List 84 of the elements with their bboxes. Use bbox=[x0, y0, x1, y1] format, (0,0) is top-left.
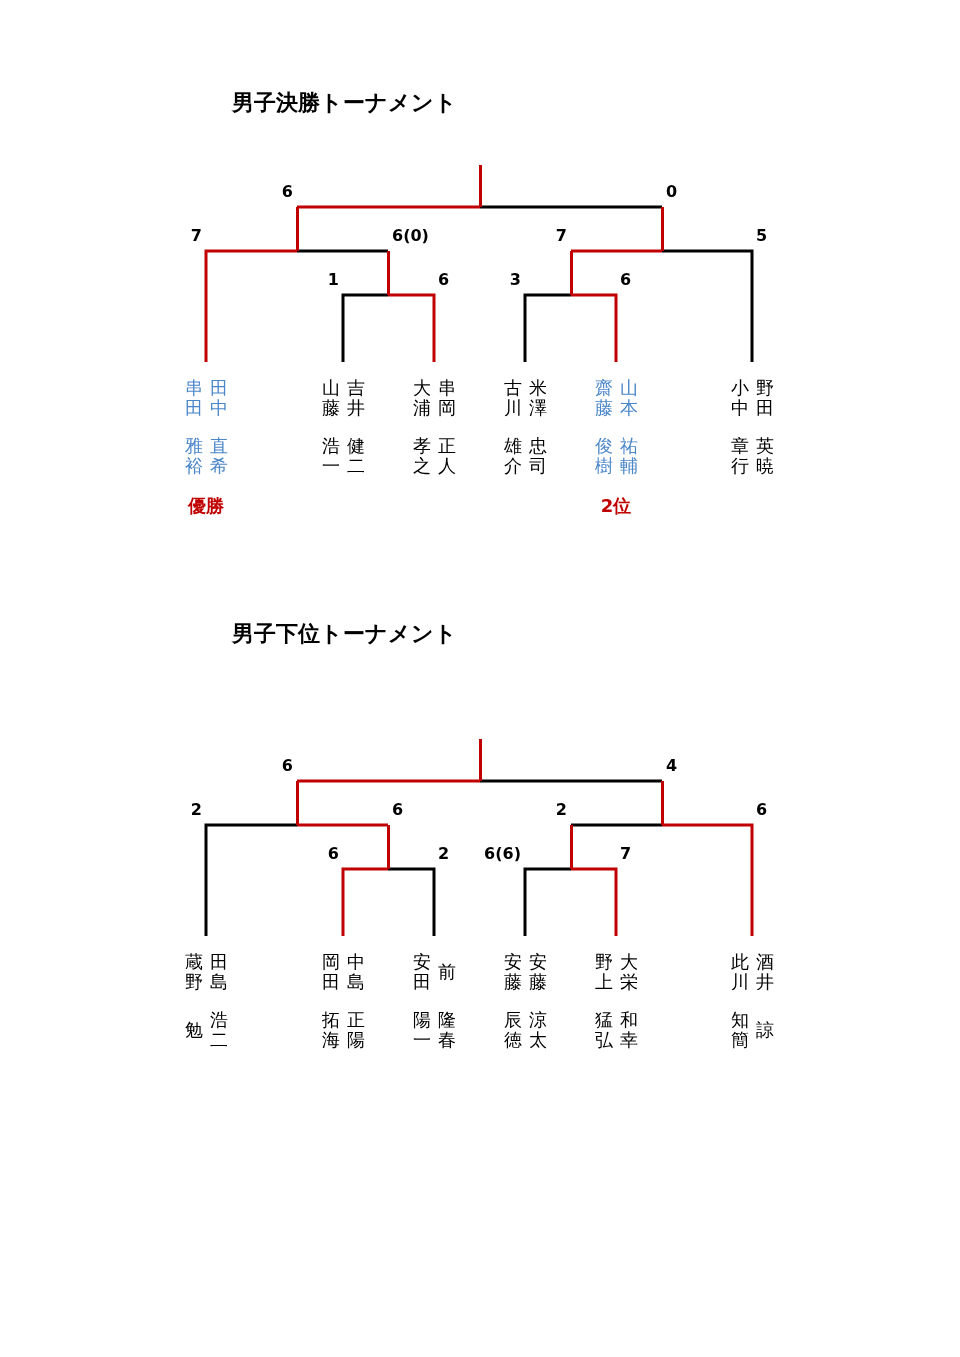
placement-text: 優勝 bbox=[188, 494, 224, 518]
bracket-stem bbox=[295, 207, 299, 251]
given-name-text: 祐輔 bbox=[619, 436, 638, 476]
given-name-text: 拓海 bbox=[321, 1010, 340, 1050]
bracket-line bbox=[388, 867, 436, 936]
given-name-text: 浩一 bbox=[321, 436, 340, 476]
given-name-text: 猛弘 bbox=[594, 1010, 613, 1050]
surname-text: 安藤 bbox=[503, 952, 522, 992]
surname-text: 古川 bbox=[503, 378, 522, 418]
bracket-line bbox=[204, 823, 297, 936]
surname-text: 野田 bbox=[755, 378, 774, 418]
bracket-line bbox=[480, 205, 664, 209]
bracket-line bbox=[297, 823, 390, 827]
bracket-stem bbox=[386, 825, 390, 869]
bracket-line bbox=[295, 205, 480, 209]
surname-text: 串田 bbox=[184, 378, 203, 418]
surname-text: 大栄 bbox=[619, 952, 638, 992]
given-name-text: 章行 bbox=[730, 436, 749, 476]
bracket-stem bbox=[660, 781, 664, 825]
bracket-line bbox=[571, 867, 618, 936]
bracket-line bbox=[662, 249, 754, 362]
bracket-line bbox=[569, 249, 662, 253]
surname-text: 安藤 bbox=[528, 952, 547, 992]
surname-text: 吉井 bbox=[346, 378, 365, 418]
surname-text: 安田 bbox=[412, 952, 431, 992]
given-name-text: 忠司 bbox=[528, 436, 547, 476]
surname-text: 酒井 bbox=[755, 952, 774, 992]
given-name-text: 雄介 bbox=[503, 436, 522, 476]
surname-text: 蔵野 bbox=[184, 952, 203, 992]
score-label: 6(0) bbox=[391, 227, 430, 245]
bracket-line bbox=[388, 293, 436, 362]
given-name-text: 陽一 bbox=[412, 1010, 431, 1050]
surname-text: 中島 bbox=[346, 952, 365, 992]
given-name-text: 孝之 bbox=[412, 436, 431, 476]
surname-text: 小中 bbox=[730, 378, 749, 418]
bracket-line bbox=[297, 249, 390, 253]
surname-text: 田島 bbox=[209, 952, 228, 992]
surname-text: 山藤 bbox=[321, 378, 340, 418]
given-name-text: 辰徳 bbox=[503, 1010, 522, 1050]
bracket-line bbox=[523, 293, 571, 362]
bracket-stem bbox=[478, 165, 482, 207]
given-name-text: 勉 bbox=[184, 1020, 203, 1040]
surname-text: 岡田 bbox=[321, 952, 340, 992]
bracket-line bbox=[480, 779, 664, 783]
bracket-stem bbox=[295, 781, 299, 825]
bracket-stem bbox=[478, 739, 482, 781]
given-name-text: 俊樹 bbox=[594, 436, 613, 476]
given-name-text: 涼太 bbox=[528, 1010, 547, 1050]
given-name-text: 直希 bbox=[209, 436, 228, 476]
surname-text: 串岡 bbox=[437, 378, 456, 418]
score-label: 6(6) bbox=[483, 845, 522, 863]
bracket-line bbox=[571, 293, 618, 362]
bracket-line bbox=[204, 249, 297, 362]
given-name-text: 知簡 bbox=[730, 1010, 749, 1050]
bracket-line bbox=[523, 867, 571, 936]
placement-text: 2位 bbox=[600, 494, 632, 518]
bracket-line bbox=[295, 779, 480, 783]
surname-text: 野上 bbox=[594, 952, 613, 992]
bracket-line bbox=[341, 867, 388, 936]
given-name-text: 正人 bbox=[437, 436, 456, 476]
bracket-line bbox=[569, 823, 662, 827]
given-name-text: 雅裕 bbox=[184, 436, 203, 476]
surname-text: 前 bbox=[437, 962, 456, 982]
bracket-stem bbox=[569, 251, 573, 295]
given-name-text: 正陽 bbox=[346, 1010, 365, 1050]
surname-text: 米澤 bbox=[528, 378, 547, 418]
surname-text: 大浦 bbox=[412, 378, 431, 418]
given-name-text: 浩二 bbox=[209, 1010, 228, 1050]
section-title: 男子決勝トーナメント bbox=[232, 89, 457, 117]
given-name-text: 隆春 bbox=[437, 1010, 456, 1050]
given-name-text: 諒 bbox=[755, 1020, 774, 1040]
surname-text: 此川 bbox=[730, 952, 749, 992]
bracket-stem bbox=[660, 207, 664, 251]
surname-text: 齋藤 bbox=[594, 378, 613, 418]
surname-text: 田中 bbox=[209, 378, 228, 418]
given-name-text: 健二 bbox=[346, 436, 365, 476]
bracket-stem bbox=[386, 251, 390, 295]
section-title: 男子下位トーナメント bbox=[232, 620, 457, 648]
surname-text: 山本 bbox=[619, 378, 638, 418]
given-name-text: 英暁 bbox=[755, 436, 774, 476]
bracket-stem bbox=[569, 825, 573, 869]
given-name-text: 和幸 bbox=[619, 1010, 638, 1050]
bracket-line bbox=[662, 823, 754, 936]
bracket-line bbox=[341, 293, 388, 362]
